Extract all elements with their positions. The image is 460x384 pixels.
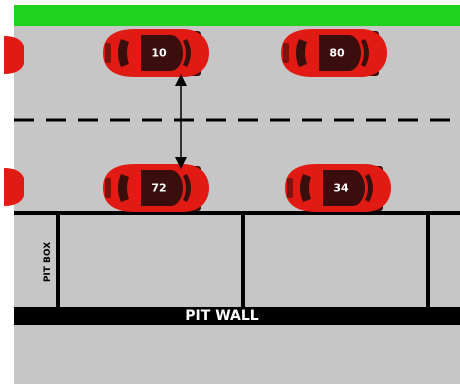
pit-box-area xyxy=(14,215,460,307)
race-car-icon: 72 xyxy=(103,164,209,212)
pit-wall-label: PIT WALL xyxy=(185,308,258,324)
car-number: 72 xyxy=(151,182,166,195)
car-number: 34 xyxy=(333,182,349,195)
car-number: 10 xyxy=(151,47,167,60)
race-car-icon: 34 xyxy=(285,164,391,212)
race-car-icon: 10 xyxy=(103,29,209,77)
grass-strip xyxy=(14,5,460,26)
cars-layer: 10 80 72 34 xyxy=(103,29,391,212)
partial-car-upper xyxy=(4,36,24,74)
pit-wall xyxy=(14,307,460,325)
race-car-icon: 80 xyxy=(281,29,387,77)
outside-area xyxy=(14,325,460,384)
car-number: 80 xyxy=(329,47,345,60)
pit-box-label: PIT BOX xyxy=(43,242,53,282)
partial-car-lower xyxy=(4,168,24,206)
